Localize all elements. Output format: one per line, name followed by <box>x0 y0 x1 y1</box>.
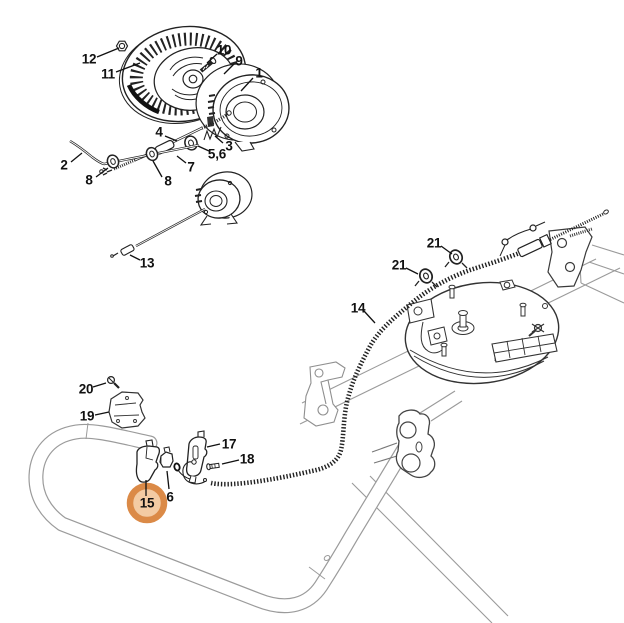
part-label-13[interactable]: 13 <box>139 255 155 271</box>
grommet-8-right <box>145 146 159 162</box>
brake-rod-2-7 <box>69 139 200 166</box>
handle-mount-bracket <box>371 409 436 479</box>
switch-lever-15 <box>135 439 161 483</box>
part-label-9[interactable]: 9 <box>235 53 243 69</box>
part-label-21a[interactable]: 21 <box>426 235 442 251</box>
part-label-10[interactable]: 10 <box>216 42 232 58</box>
part-label-15-highlighted[interactable]: 15 <box>139 495 155 511</box>
deck-bracket-left <box>303 361 346 427</box>
screw-20 <box>106 376 120 389</box>
handlebar-tube <box>28 422 412 614</box>
part-label-17[interactable]: 17 <box>221 436 237 452</box>
part-label-11[interactable]: 11 <box>101 66 115 82</box>
grommet-8-left <box>106 154 120 169</box>
cable-clip-21-upper <box>444 249 468 269</box>
drive-cable-14 <box>210 209 609 487</box>
spring-3 <box>203 126 222 141</box>
brake-housing-lower <box>194 171 253 226</box>
part-label-19[interactable]: 19 <box>79 408 95 424</box>
cable-clip-21-lower <box>414 268 438 288</box>
screw-18 <box>206 462 220 471</box>
brake-cable-13 <box>110 208 206 258</box>
part-label-14[interactable]: 14 <box>350 300 366 316</box>
part-label-2[interactable]: 2 <box>60 157 68 173</box>
lever-17 <box>185 430 208 484</box>
part-label-12[interactable]: 12 <box>81 51 97 67</box>
bolt-10 <box>199 56 217 73</box>
part-label-21b[interactable]: 21 <box>391 257 407 273</box>
part-label-18[interactable]: 18 <box>239 451 255 467</box>
spacer-6 <box>159 446 174 468</box>
highlight-ring[interactable] <box>126 482 168 524</box>
clamp-bracket-19 <box>108 391 146 429</box>
part-label-20[interactable]: 20 <box>78 381 94 397</box>
part-label-7[interactable]: 7 <box>187 159 195 175</box>
highlight-fill[interactable] <box>133 489 161 517</box>
frame-bracket-top-right <box>547 226 593 288</box>
part-label-3[interactable]: 3 <box>225 138 233 154</box>
part-label-5-6[interactable]: 5,6 <box>207 146 227 162</box>
part-label-6[interactable]: 6 <box>166 489 174 505</box>
part-label-1[interactable]: 1 <box>255 65 263 81</box>
leader-lines <box>70 47 453 490</box>
part-label-4[interactable]: 4 <box>155 124 163 140</box>
flywheel-nut-12 <box>115 40 129 52</box>
transmission-housing <box>404 279 560 385</box>
cable-end-loop <box>182 459 207 485</box>
part-label-8a[interactable]: 8 <box>85 172 93 188</box>
part-label-8b[interactable]: 8 <box>164 173 172 189</box>
